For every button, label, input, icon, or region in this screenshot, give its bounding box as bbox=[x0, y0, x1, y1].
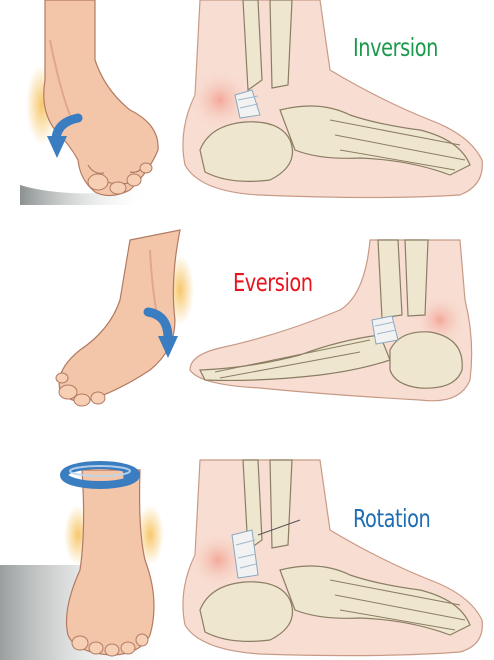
rotation-label: Rotation bbox=[353, 504, 430, 533]
eversion-label: Eversion bbox=[233, 268, 313, 297]
rotation-ankle-bones bbox=[183, 460, 482, 656]
inversion-panel: Inversion bbox=[0, 0, 494, 220]
everted-foot bbox=[56, 230, 194, 406]
rotated-foot bbox=[0, 470, 165, 660]
inversion-ankle-bones bbox=[183, 0, 482, 198]
inverted-foot bbox=[20, 0, 158, 205]
rotation-illustration bbox=[0, 440, 494, 660]
inversion-label: Inversion bbox=[353, 33, 438, 62]
eversion-ankle-bones bbox=[190, 240, 472, 401]
eversion-illustration bbox=[0, 220, 494, 440]
rotation-panel: Rotation bbox=[0, 440, 494, 660]
eversion-panel: Eversion bbox=[0, 220, 494, 440]
